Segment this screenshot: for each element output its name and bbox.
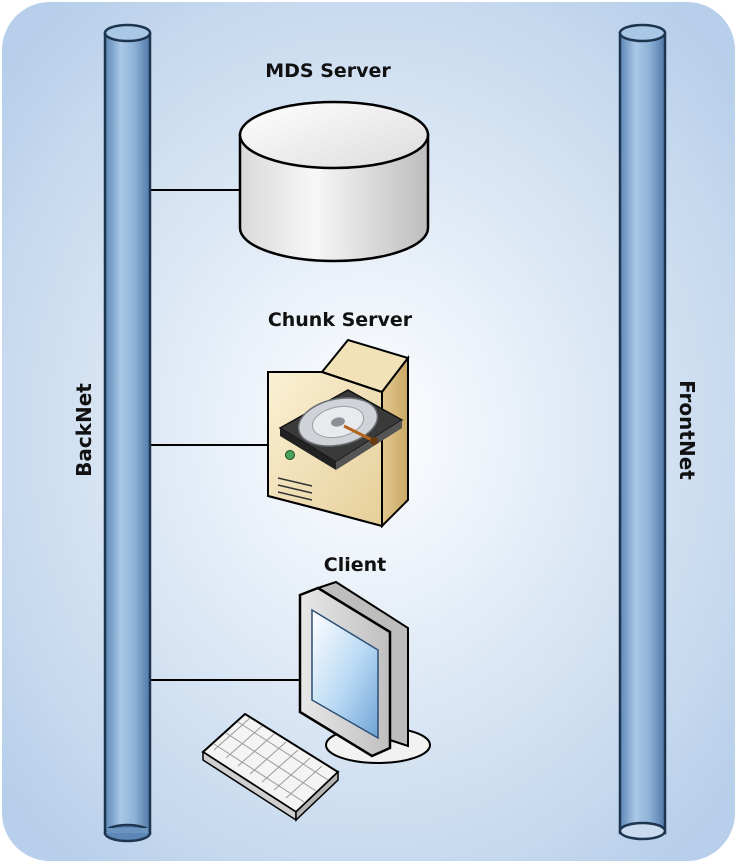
- client-label: Client: [324, 554, 386, 576]
- frontnet-pipe-bottom: [618, 821, 667, 841]
- connector-lines: [148, 189, 300, 681]
- backnet-pipe: [103, 23, 152, 843]
- chunk-server-label: Chunk Server: [268, 309, 413, 331]
- frontnet-pipe: [618, 23, 667, 841]
- frontnet-label: FrontNet: [675, 380, 699, 480]
- desktop-monitor-and-keyboard-icon: [201, 580, 431, 822]
- hard-disk-icon: [278, 389, 404, 470]
- monitor-screen: [311, 608, 379, 740]
- database-cylinder-icon: [238, 100, 430, 263]
- mds-server-label: MDS Server: [265, 60, 391, 82]
- keyboard-icon: [201, 712, 340, 822]
- server-tower-with-hard-disk-icon: [267, 338, 410, 529]
- backnet-pipe-top: [103, 23, 152, 43]
- backnet-label: BackNet: [72, 383, 96, 477]
